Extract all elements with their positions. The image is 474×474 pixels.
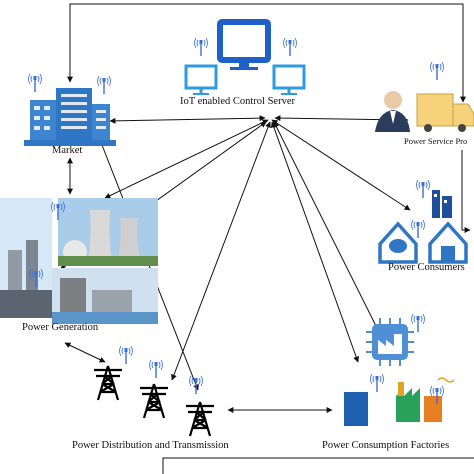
control-server [184,19,306,95]
market-label: Market [52,145,83,156]
generation-label: Power Generation [22,322,99,333]
monitor-left-icon [184,64,218,95]
provider-consumers-line [461,150,471,233]
transmission-towers-icon [92,345,216,438]
server-generation-arrow [104,119,269,199]
factories-icon [344,313,455,426]
antenna-icon [193,37,209,57]
bottom-loop-line [162,457,474,474]
factories-label: Power Consumption Factories [322,440,450,451]
generation-transmission-arrow [64,342,106,363]
server-market-arrow [109,115,266,124]
service-provider-icon [375,61,474,132]
antenna-icon [282,37,298,57]
server-consumers-arrow [271,119,411,211]
power-consumers-icon [378,179,468,264]
monitor-right-icon [272,64,306,95]
consumers-label: Power Consumers [388,262,465,273]
power-generation-images [0,198,158,324]
connections [59,3,474,474]
server-factories-arrow [270,121,360,363]
market-building-icon [24,73,116,146]
server-factories-right-arrow [273,121,379,331]
server-transmission-arrow [171,121,271,381]
server-label: IoT enabled Control Server [180,96,295,107]
frame-top-line [67,3,466,103]
transmission-label: Power Distribution and Transmission [72,440,229,451]
service-provider-label: Power Service Pro [404,136,468,146]
